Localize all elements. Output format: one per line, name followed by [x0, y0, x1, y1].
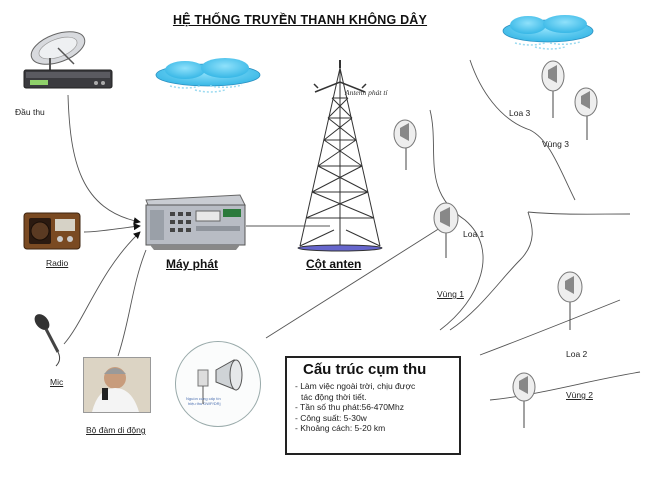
speaker-cluster-zoom: Nguồn cung cấp tín hiệu thu DWP/DRj: [175, 341, 261, 427]
diagram-title: HỆ THỐNG TRUYỀN THANH KHÔNG DÂY: [172, 13, 428, 27]
label-vung3: Vùng 3: [542, 139, 569, 149]
speaker-icon-bottom: [512, 372, 536, 428]
speaker-icon-loa3-a: [541, 60, 565, 118]
label-mic: Mic: [50, 377, 64, 387]
speaker-icon-loa3-b: [574, 87, 598, 140]
label-walkie: Bộ đàm di động: [86, 425, 146, 435]
speaker-icon-loa2: [557, 271, 583, 330]
label-loa3: Loa 3: [509, 108, 531, 118]
label-vung2: Vùng 2: [566, 390, 593, 400]
signal-lines: [63, 59, 641, 401]
label-tower: Cột anten: [306, 257, 362, 271]
label-radio: Radio: [46, 258, 69, 268]
cluster-line: - Tần số thu phát:56-470Mhz: [295, 402, 404, 413]
receiver-box-icon: [23, 69, 113, 89]
label-receiver: Đầu thu: [15, 107, 45, 117]
cluster-info-box: Cấu trúc cụm thu - Làm việc ngoài trời, …: [285, 356, 461, 455]
cluster-line: - Khoảng cách: 5-20 km: [295, 423, 386, 434]
label-loa1: Loa 1: [463, 229, 485, 239]
label-antenna: Antenn phát tí: [345, 88, 388, 97]
microphone-icon: [34, 314, 61, 367]
label-transmitter: Máy phát: [166, 257, 219, 271]
cloud-right: [502, 15, 594, 50]
cluster-line: - Làm việc ngoài trời, chịu được: [295, 381, 416, 391]
cluster-lines: - Làm việc ngoài trời, chịu được tác độn…: [295, 381, 451, 434]
label-vung1: Vùng 1: [437, 289, 464, 299]
satellite-dish-icon: [30, 31, 86, 70]
cluster-line: tác động thời tiết.: [301, 391, 367, 402]
transmitter-icon: [145, 194, 246, 250]
speaker-icon-loa1: [433, 202, 459, 258]
cloud-left: [155, 58, 261, 93]
speaker-icon-top: [393, 119, 417, 170]
svg-text:hiệu thu DWP/DRj: hiệu thu DWP/DRj: [188, 401, 221, 406]
svg-text:Nguồn cung cấp tín: Nguồn cung cấp tín: [186, 396, 221, 401]
antenna-tower-icon: [297, 60, 383, 252]
radio-icon: [23, 212, 81, 250]
walkie-photo: [83, 357, 151, 413]
cluster-title: Cấu trúc cụm thu: [303, 361, 427, 378]
label-loa2: Loa 2: [566, 349, 588, 359]
cluster-line: - Công suất: 5-30w: [295, 412, 367, 423]
